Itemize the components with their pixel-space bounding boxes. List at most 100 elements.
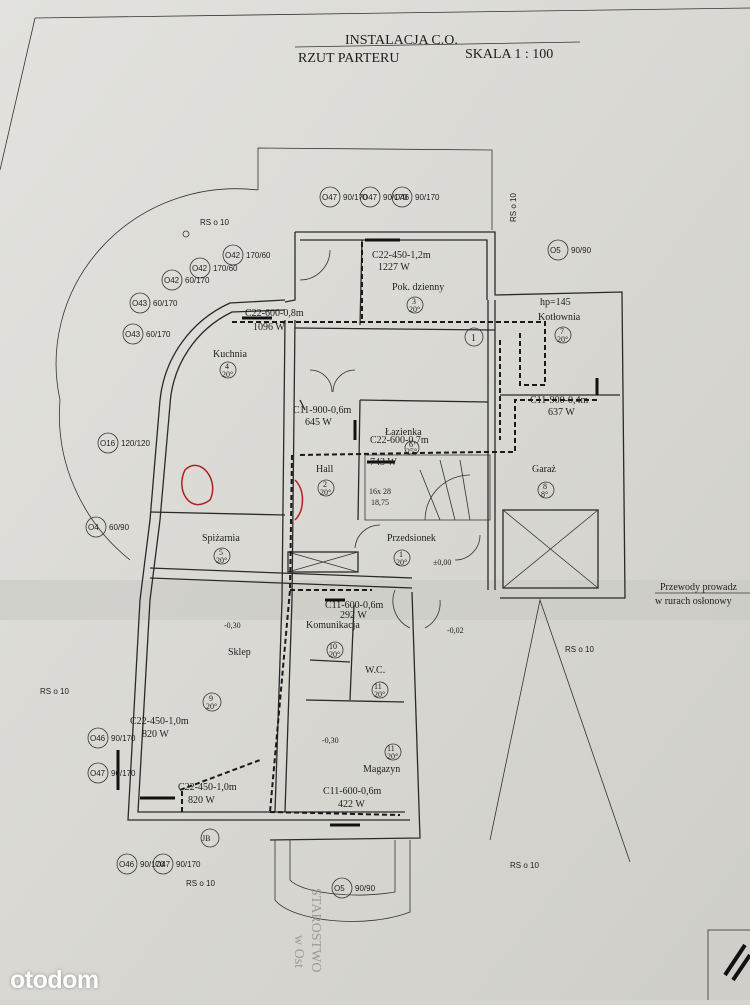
svg-text:820 W: 820 W (188, 795, 215, 806)
stairs-count: 16x 28 (369, 487, 391, 496)
svg-text:20°: 20° (206, 702, 217, 711)
rs-label: RS o 10 (200, 218, 229, 227)
title-block: INSTALACJA C.O. RZUT PARTERU SKALA 1 : 1… (294, 33, 581, 66)
svg-text:90/170: 90/170 (140, 860, 165, 869)
svg-text:25°: 25° (406, 447, 417, 456)
rs-label: RS o 10 (186, 879, 215, 888)
window-tag: O47 90/170 (152, 853, 201, 875)
svg-text:170/60: 170/60 (246, 251, 271, 260)
svg-text:O43: O43 (132, 299, 148, 308)
svg-text:C11-600-0,6m: C11-600-0,6m (323, 786, 381, 797)
building-outline (55, 147, 631, 922)
svg-text:90/170: 90/170 (383, 193, 408, 202)
sheet-border (0, 17, 36, 171)
window-tag: O46 90/170 (116, 853, 165, 875)
svg-text:O43: O43 (125, 330, 141, 339)
svg-text:C22-450-1,2m: C22-450-1,2m (372, 250, 431, 261)
title-line1: INSTALACJA C.O. (345, 33, 458, 48)
svg-text:90/170: 90/170 (343, 193, 368, 202)
svg-text:Spiżarnia: Spiżarnia (202, 533, 240, 544)
svg-text:O47: O47 (90, 769, 106, 778)
rs-label: RS o 10 (40, 687, 69, 696)
svg-text:Łazienka: Łazienka (385, 427, 422, 438)
svg-text:11: 11 (374, 682, 382, 691)
stamp-text: STAROSTWO (308, 888, 323, 972)
svg-text:O46: O46 (119, 860, 135, 869)
svg-text:O42: O42 (164, 276, 180, 285)
garage-void (502, 509, 599, 589)
svg-text:60/170: 60/170 (153, 299, 178, 308)
svg-text:90/170: 90/170 (111, 734, 136, 743)
svg-text:4: 4 (225, 362, 229, 371)
svg-text:645 W: 645 W (305, 417, 332, 428)
level-outside: -0,02 (447, 626, 464, 635)
logo-fragment (723, 943, 750, 982)
svg-text:90/170: 90/170 (415, 193, 440, 202)
svg-text:170/60: 170/60 (213, 264, 238, 273)
heating-pipes (179, 242, 598, 816)
svg-text:Komunikacja: Komunikacja (306, 620, 360, 631)
svg-text:1: 1 (399, 550, 403, 559)
window-tag: O43 60/170 (129, 292, 178, 314)
svg-text:O47: O47 (155, 860, 171, 869)
svg-text:60/90: 60/90 (109, 523, 130, 532)
window-tag: O4 60/90 (85, 516, 130, 538)
svg-text:C11-900-0,4m: C11-900-0,4m (530, 395, 588, 406)
svg-text:Kotłownia: Kotłownia (538, 312, 581, 323)
rs-label: RS o 10 (509, 193, 518, 222)
svg-text:O46: O46 (394, 193, 410, 202)
svg-text:422 W: 422 W (338, 799, 365, 810)
svg-text:7: 7 (560, 327, 564, 336)
svg-text:C22-450-1,0m: C22-450-1,0m (130, 716, 189, 727)
hp-label: hp=145 (540, 297, 571, 308)
stamp-text: w Ost (291, 935, 306, 968)
jb-marker: JB (202, 834, 210, 843)
svg-text:8°: 8° (541, 490, 548, 499)
svg-text:90/90: 90/90 (571, 246, 592, 255)
svg-text:20°: 20° (320, 488, 331, 497)
window-tag: O42 170/60 (222, 244, 271, 266)
title-line2-left: RZUT PARTERU (298, 51, 399, 66)
svg-text:3: 3 (412, 297, 416, 306)
svg-text:20°: 20° (374, 690, 385, 699)
svg-text:C22-600-0,7m: C22-600-0,7m (370, 435, 429, 446)
svg-text:Magazyn: Magazyn (363, 764, 400, 775)
svg-text:60/170: 60/170 (146, 330, 171, 339)
svg-text:O5: O5 (334, 884, 345, 893)
svg-text:O42: O42 (225, 251, 241, 260)
svg-text:292 W: 292 W (340, 610, 367, 621)
stairs-height: 18,75 (371, 498, 389, 507)
svg-text:20°: 20° (387, 752, 398, 761)
svg-text:1227 W: 1227 W (378, 262, 410, 273)
svg-text:Kuchnia: Kuchnia (213, 349, 247, 360)
window-tag: O46 90/170 (391, 186, 440, 208)
red-marker-annotation (181, 464, 304, 521)
svg-text:9: 9 (209, 694, 213, 703)
sheet-border-top (34, 7, 750, 19)
level-shop: -0,30 (224, 621, 241, 630)
svg-text:O47: O47 (322, 193, 338, 202)
svg-text:O4: O4 (88, 523, 99, 532)
svg-text:90/170: 90/170 (176, 860, 201, 869)
